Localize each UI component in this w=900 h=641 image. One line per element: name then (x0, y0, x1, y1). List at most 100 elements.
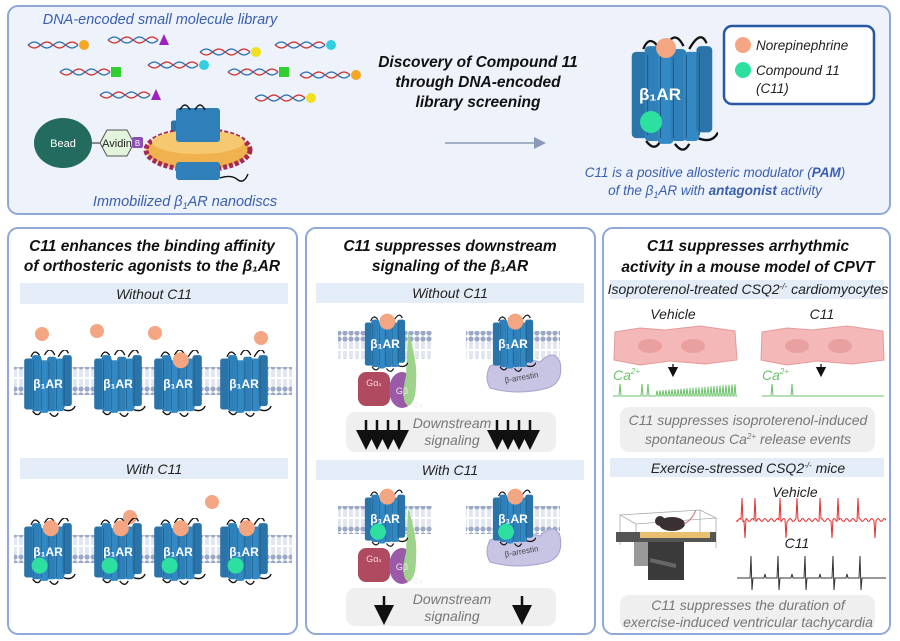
dna-strands (27, 34, 361, 103)
binding-title-line2: of orthosteric agonists to the β₁AR (24, 258, 281, 275)
discovery-title-line2: through DNA-encoded (395, 74, 561, 91)
compound11-icon (498, 523, 515, 540)
cardio-caption-line2: spontaneous Ca2+ release events (645, 431, 851, 447)
receptor-label: β₁AR (33, 545, 63, 559)
downstream-label-line1: Downstream (413, 415, 492, 431)
norepinephrine-icon (42, 520, 59, 537)
norepinephrine-icon (35, 327, 49, 341)
dna-strand-icon (99, 89, 161, 100)
without-c11-header: Without C11 (412, 285, 488, 301)
without-c11-header: Without C11 (116, 286, 192, 302)
discovery-title-line1: Discovery of Compound 11 (378, 54, 578, 71)
receptor-label: β₁AR (163, 545, 193, 559)
g-gamma-label: Gγ (413, 577, 423, 586)
library-title: DNA-encoded small molecule library (43, 12, 278, 28)
norepinephrine-icon (507, 313, 524, 330)
beta1ar-receptor-icon: β₁AR (153, 518, 206, 585)
norepinephrine-icon (238, 520, 255, 537)
compound11-icon (370, 523, 387, 540)
legend-compound11-abbr: (C11) (756, 81, 789, 96)
signaling-title-line2: signaling of the β₁AR (372, 258, 529, 275)
norepinephrine-icon (735, 37, 751, 53)
signaling-title-line1: C11 suppresses downstream (343, 238, 557, 255)
conclusion-line2: of the β1AR with antagonist activity (608, 183, 823, 200)
receptor-label: β₁AR (229, 377, 259, 391)
ecg-trace-c11 (737, 555, 886, 591)
legend: Norepinephrine Compound 11 (C11) (722, 24, 876, 106)
treadmill-mouse-icon (616, 509, 718, 580)
norepinephrine-icon (112, 520, 129, 537)
beta1ar-receptor-icon: β₁AR (492, 488, 536, 547)
dna-strand-icon (227, 67, 289, 77)
norepinephrine-icon (172, 352, 189, 369)
norepinephrine-icon (379, 313, 396, 330)
norepinephrine-icon (379, 488, 396, 505)
receptor-label: β₁AR (163, 377, 193, 391)
receptor-label: β₁AR (229, 545, 259, 559)
legend-compound11: Compound 11 (756, 63, 840, 78)
receptor-label: β₁AR (370, 337, 400, 351)
beta1ar-receptor-icon: β₁AR (23, 518, 76, 585)
norepinephrine-icon (507, 488, 524, 505)
g-beta-label: Gβ (396, 386, 408, 396)
downstream-label-line1: Downstream (413, 591, 492, 607)
cardiomyocyte-icon (760, 325, 885, 366)
downstream-label-line2: signaling (424, 432, 479, 448)
caption-box (620, 595, 875, 630)
g-gamma-label: Gγ (413, 401, 423, 410)
norepinephrine-icon (148, 326, 162, 340)
avidin-label: Avidin (102, 138, 132, 150)
mice-caption-line2: exercise-induced ventricular tachycardia (623, 614, 873, 630)
receptor-label: β₁AR (33, 377, 63, 391)
cardio-caption-line1: C11 suppresses isoproterenol-induced (629, 412, 869, 428)
norepinephrine-icon (123, 510, 137, 524)
ecg-c11-label: C11 (785, 535, 810, 551)
mice-caption-line1: C11 suppresses the duration of (651, 597, 847, 613)
beta1ar-receptor-icon: β₁AR (153, 350, 206, 417)
compound11-icon (101, 557, 118, 574)
receptor-big-label: β₁AR (639, 85, 681, 104)
mice-header: Exercise-stressed CSQ2-/- mice (651, 460, 846, 476)
receptor-label: β₁AR (498, 337, 528, 351)
compound11-icon (735, 62, 751, 78)
dna-strand-icon (254, 93, 316, 103)
biotin-label: B (135, 139, 140, 148)
dna-strand-icon (299, 70, 361, 80)
norepinephrine-icon (90, 324, 104, 338)
compound11-icon (31, 557, 48, 574)
beta1ar-receptor-icon: β₁AR (219, 518, 272, 585)
receptor-label: β₁AR (103, 377, 133, 391)
beta1ar-receptor-icon: β₁AR (93, 350, 146, 417)
biotin-icon (132, 137, 143, 148)
cardiomyocytes-header: Isoproterenol-treated CSQ2-/- cardiomyoc… (608, 281, 889, 297)
vehicle-label: Vehicle (650, 306, 696, 322)
beta1ar-receptor-icon: β₁AR (219, 350, 272, 417)
dna-strand-icon (274, 40, 336, 50)
c11-label: C11 (810, 306, 835, 322)
legend-norepinephrine: Norepinephrine (756, 38, 848, 53)
beta1ar-receptor-icon: β₁AR (364, 313, 408, 372)
conclusion-line1: C11 is a positive allosteric modulator (… (585, 165, 846, 180)
beta1ar-receptor-icon: β₁AR (93, 518, 146, 585)
cpvt-title-line2: activity in a mouse model of CPVT (621, 259, 876, 276)
receptor-label: β₁AR (370, 512, 400, 526)
dna-strand-icon (107, 34, 169, 45)
discovery-panel: DNA-encoded small molecule library Bead … (7, 5, 891, 215)
binding-title-line1: C11 enhances the binding affinity (29, 238, 276, 255)
bead-icon (34, 118, 92, 168)
dna-strand-icon (27, 40, 89, 50)
cpvt-title-line1: C11 suppresses arrhythmic (647, 238, 850, 255)
g-beta-label: Gβ (396, 562, 408, 572)
ecg-trace-vehicle (736, 497, 887, 539)
receptor-label: β₁AR (103, 545, 133, 559)
cardiomyocyte-icon (613, 325, 738, 366)
norepinephrine-icon (205, 495, 219, 509)
with-c11-header: With C11 (422, 462, 478, 478)
g-alpha-label: Gαₛ (366, 378, 382, 388)
binding-panel: C11 enhances the binding affinity of ort… (7, 227, 298, 635)
with-c11-header: With C11 (126, 461, 182, 477)
discovery-title-line3: library screening (416, 94, 541, 111)
downstream-box (346, 588, 556, 626)
dna-strand-icon (59, 67, 121, 77)
